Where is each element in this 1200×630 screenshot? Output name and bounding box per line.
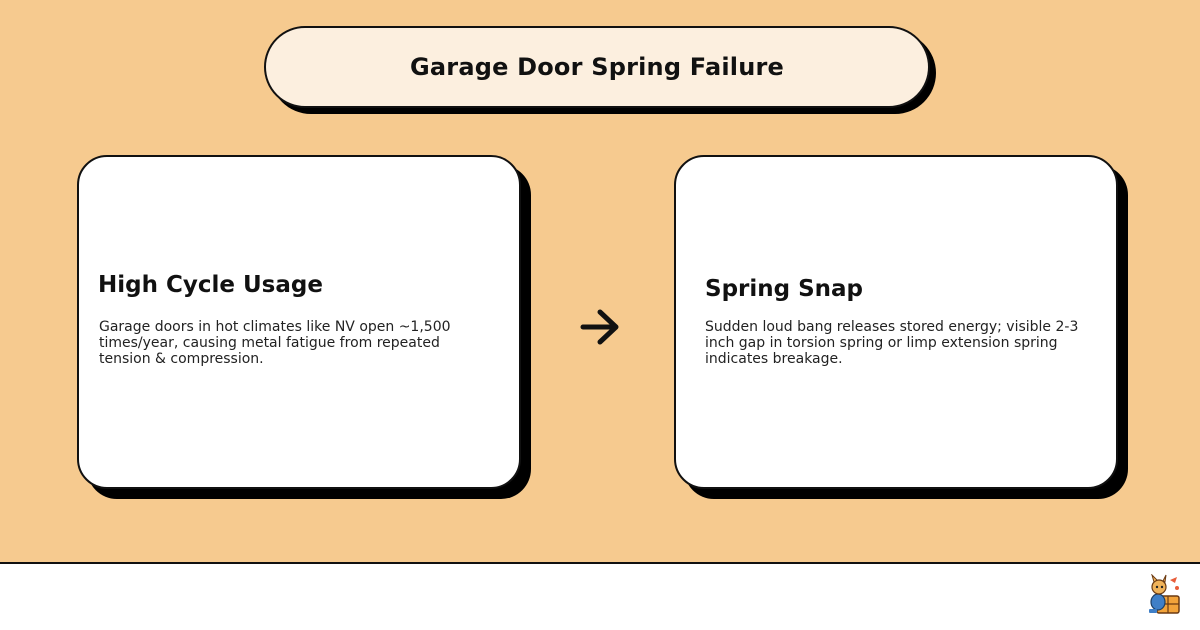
title-pill: Garage Door Spring Failure <box>264 26 930 108</box>
effect-card-heading: Spring Snap <box>705 276 864 302</box>
mascot-logo-icon <box>1149 574 1180 614</box>
cause-card-body: Garage doors in hot climates like NV ope… <box>99 319 451 367</box>
cause-card: High Cycle Usage Garage doors in hot cli… <box>77 155 521 489</box>
effect-card-body: Sudden loud bang releases stored energy;… <box>705 319 1079 367</box>
effect-card: Spring Snap Sudden loud bang releases st… <box>674 155 1118 489</box>
diagram-title: Garage Door Spring Failure <box>409 53 784 81</box>
arrow-right-icon <box>580 309 619 345</box>
diagram-canvas: Garage Door Spring Failure High Cycle Us… <box>0 0 1200 564</box>
cause-card-heading: High Cycle Usage <box>98 272 323 298</box>
